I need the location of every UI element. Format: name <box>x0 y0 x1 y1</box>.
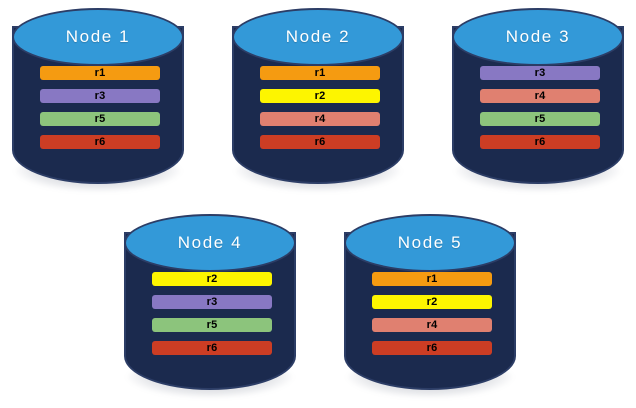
node-title-label: Node 5 <box>397 233 463 252</box>
replica-label: r4 <box>314 112 326 125</box>
cylinder-top-ellipse: Node 4 <box>124 214 296 272</box>
database-node-2[interactable]: Node 2 r1 r2 r4 r6 <box>228 4 408 194</box>
replica-bar[interactable]: r4 <box>372 318 492 332</box>
node-title-label: Node 1 <box>65 27 131 46</box>
replica-bar[interactable]: r1 <box>40 66 160 80</box>
replica-bar[interactable]: r6 <box>372 341 492 355</box>
replica-label: r6 <box>94 135 106 148</box>
replica-label: r5 <box>206 318 218 331</box>
replica-label: r1 <box>426 272 438 285</box>
cylinder-top-ellipse: Node 1 <box>12 8 184 66</box>
replica-label: r1 <box>314 66 326 79</box>
cylinder-top-ellipse: Node 2 <box>232 8 404 66</box>
replica-bar[interactable]: r4 <box>480 89 600 103</box>
replica-label: r5 <box>534 112 546 125</box>
replica-label: r2 <box>314 89 326 102</box>
replica-label: r5 <box>94 112 106 125</box>
replica-label: r3 <box>206 295 218 308</box>
replica-bar[interactable]: r1 <box>372 272 492 286</box>
replica-label: r4 <box>534 89 546 102</box>
replica-bar[interactable]: r4 <box>260 112 380 126</box>
replica-label: r6 <box>426 341 438 354</box>
replica-bar-list: r2 r3 r5 r6 <box>152 272 272 355</box>
replica-bar[interactable]: r6 <box>480 135 600 149</box>
replica-label: r3 <box>534 66 546 79</box>
database-node-1[interactable]: Node 1 r1 r3 r5 r6 <box>8 4 188 194</box>
replica-bar[interactable]: r3 <box>480 66 600 80</box>
cylinder-top-ellipse: Node 3 <box>452 8 624 66</box>
replica-bar-list: r1 r2 r4 r6 <box>372 272 492 355</box>
replica-label: r1 <box>94 66 106 79</box>
replica-bar[interactable]: r1 <box>260 66 380 80</box>
replica-bar[interactable]: r2 <box>372 295 492 309</box>
node-title-label: Node 3 <box>505 27 571 46</box>
replica-bar-list: r1 r2 r4 r6 <box>260 66 380 149</box>
replica-bar[interactable]: r3 <box>40 89 160 103</box>
replica-label: r3 <box>94 89 106 102</box>
replica-bar[interactable]: r5 <box>40 112 160 126</box>
replica-label: r2 <box>426 295 438 308</box>
replica-bar[interactable]: r3 <box>152 295 272 309</box>
replica-label: r2 <box>206 272 218 285</box>
replica-bar-list: r1 r3 r5 r6 <box>40 66 160 149</box>
replica-label: r6 <box>206 341 218 354</box>
replica-bar[interactable]: r2 <box>260 89 380 103</box>
database-node-4[interactable]: Node 4 r2 r3 r5 r6 <box>120 210 300 400</box>
database-node-3[interactable]: Node 3 r3 r4 r5 r6 <box>448 4 628 194</box>
replica-bar-list: r3 r4 r5 r6 <box>480 66 600 149</box>
cylinder-top-ellipse: Node 5 <box>344 214 516 272</box>
replica-bar[interactable]: r5 <box>152 318 272 332</box>
replica-label: r4 <box>426 318 438 331</box>
replica-bar[interactable]: r5 <box>480 112 600 126</box>
replica-bar[interactable]: r6 <box>260 135 380 149</box>
database-node-5[interactable]: Node 5 r1 r2 r4 r6 <box>340 210 520 400</box>
replica-label: r6 <box>314 135 326 148</box>
replica-label: r6 <box>534 135 546 148</box>
node-title-label: Node 4 <box>177 233 243 252</box>
replica-bar[interactable]: r6 <box>40 135 160 149</box>
node-title-label: Node 2 <box>285 27 351 46</box>
replica-bar[interactable]: r6 <box>152 341 272 355</box>
replica-bar[interactable]: r2 <box>152 272 272 286</box>
